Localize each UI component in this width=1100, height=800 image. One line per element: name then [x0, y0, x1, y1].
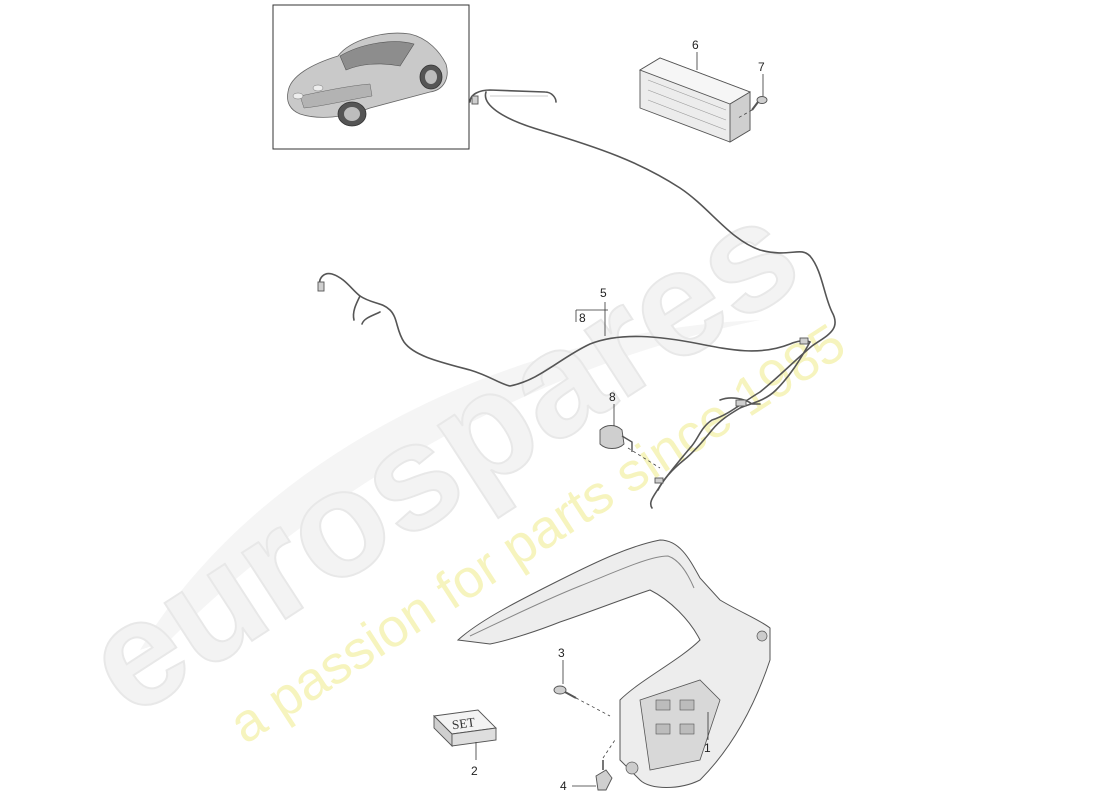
- wiring-harness: [317, 89, 836, 509]
- callout-8: 8: [609, 390, 616, 404]
- callout-2: 2: [471, 764, 478, 778]
- control-unit: [638, 57, 752, 143]
- screw-7: [751, 96, 768, 111]
- callout-7: 7: [758, 60, 765, 74]
- dash-8: [627, 447, 661, 469]
- dash-4: [602, 739, 616, 759]
- callout-4: 4: [560, 779, 567, 793]
- repair-set-box: SET: [433, 709, 497, 748]
- dash-3: [575, 697, 611, 717]
- callout-3: 3: [558, 646, 565, 660]
- screw-4: [595, 760, 613, 791]
- vehicle-thumbnail: [272, 4, 470, 150]
- set-label: SET: [451, 714, 476, 732]
- callout-6: 6: [692, 38, 699, 52]
- callout-5-sub: 8: [579, 311, 586, 325]
- dash-7: [737, 109, 753, 119]
- callout-1: 1: [704, 741, 711, 755]
- porsche-911-car-icon: [287, 32, 448, 127]
- roof-mechanism: [456, 539, 771, 788]
- screw-3: [553, 685, 577, 699]
- connector-8: [599, 425, 633, 452]
- callout-5: 5: [600, 286, 607, 300]
